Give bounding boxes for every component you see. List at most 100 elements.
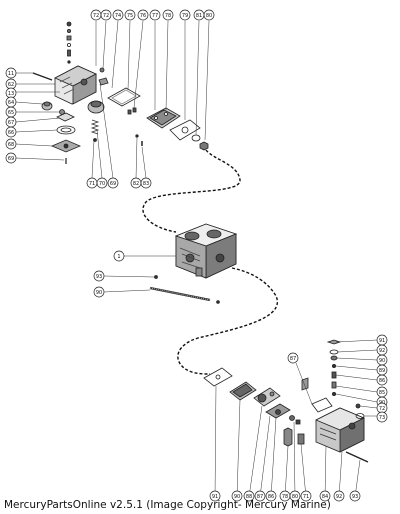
svg-text:84: 84: [322, 494, 328, 500]
svg-text:73: 73: [379, 415, 385, 421]
svg-text:78: 78: [282, 494, 288, 500]
callout-11: 11: [5, 67, 17, 79]
svg-text:13: 13: [8, 91, 14, 97]
svg-text:87: 87: [290, 356, 296, 362]
callout-65: 65: [5, 106, 17, 118]
svg-text:72: 72: [93, 13, 99, 19]
callout-75: 75: [124, 9, 136, 21]
callout-87: 87: [287, 352, 299, 364]
svg-text:67: 67: [8, 120, 14, 126]
svg-text:72: 72: [103, 13, 109, 19]
svg-text:83: 83: [143, 181, 149, 187]
svg-text:77: 77: [152, 13, 158, 19]
fuel-line-path: [142, 149, 279, 375]
callout-82: 82: [130, 177, 142, 189]
svg-text:11: 11: [8, 71, 14, 77]
callout-76: 76: [137, 9, 149, 21]
svg-text:76: 76: [140, 13, 146, 19]
callout-91: 91: [376, 334, 388, 346]
callout-92b: 92: [333, 490, 345, 502]
svg-text:71: 71: [303, 494, 309, 500]
callout-64: 64: [5, 96, 17, 108]
callout-89: 89: [376, 364, 388, 376]
callouts: 11 62 13 64 65 67 66 68 69 72 72 74 75 7…: [5, 9, 388, 502]
callout-88: 88: [243, 490, 255, 502]
svg-text:80: 80: [292, 494, 298, 500]
svg-text:92: 92: [336, 494, 342, 500]
svg-text:90: 90: [96, 290, 102, 296]
callout-85: 85: [376, 386, 388, 398]
svg-text:69: 69: [8, 156, 14, 162]
svg-text:1: 1: [117, 254, 120, 260]
callout-74: 74: [112, 9, 124, 21]
callout-68: 68: [5, 138, 17, 150]
svg-text:66: 66: [8, 130, 14, 136]
carburetor-body: [174, 223, 238, 279]
callout-90d: 90: [231, 490, 243, 502]
svg-text:82: 82: [133, 181, 139, 187]
callout-86b: 86: [265, 490, 277, 502]
svg-text:85: 85: [379, 390, 385, 396]
callout-1: 1: [113, 250, 125, 262]
callout-72a: 72: [90, 9, 102, 21]
callout-87b: 87: [254, 490, 266, 502]
callout-66: 66: [5, 126, 17, 138]
svg-text:91: 91: [212, 494, 218, 500]
svg-text:90: 90: [234, 494, 240, 500]
callout-77: 77: [149, 9, 161, 21]
image-copyright-caption: MercuryPartsOnline v2.5.1 (Image Copyrig…: [4, 499, 331, 511]
svg-text:71: 71: [89, 181, 95, 187]
callout-69b: 69: [107, 177, 119, 189]
callout-93b: 93: [349, 490, 361, 502]
svg-text:78: 78: [165, 13, 171, 19]
callout-13: 13: [5, 87, 17, 99]
callout-91b: 91: [209, 490, 221, 502]
callout-71b: 71: [300, 490, 312, 502]
svg-text:90: 90: [379, 358, 385, 364]
callout-70: 70: [96, 177, 108, 189]
svg-text:64: 64: [8, 100, 14, 106]
callout-80: 80: [203, 9, 215, 21]
top-gaskets: [107, 87, 209, 151]
callout-81: 81: [193, 9, 205, 21]
svg-text:93: 93: [352, 494, 358, 500]
callout-79: 79: [179, 9, 191, 21]
callout-78: 78: [162, 9, 174, 21]
svg-text:65: 65: [8, 110, 14, 116]
callout-69: 69: [5, 152, 17, 164]
svg-text:68: 68: [8, 142, 14, 148]
svg-text:62: 62: [8, 82, 14, 88]
carburetor-small-parts: [149, 275, 220, 304]
top-left-assembly: [32, 21, 109, 164]
svg-text:91: 91: [379, 338, 385, 344]
callout-90: 90: [93, 286, 105, 298]
svg-text:70: 70: [99, 181, 105, 187]
svg-text:80: 80: [206, 13, 212, 19]
callout-72b: 72: [100, 9, 112, 21]
callout-84: 84: [319, 490, 331, 502]
bottom-assembly: [203, 339, 369, 463]
svg-text:87: 87: [257, 494, 263, 500]
callout-72c: 72: [376, 402, 388, 414]
svg-text:79: 79: [182, 13, 188, 19]
svg-text:86: 86: [379, 378, 385, 384]
callout-80b: 80: [289, 490, 301, 502]
svg-text:74: 74: [115, 13, 121, 19]
callout-90b: 90: [376, 354, 388, 366]
svg-text:81: 81: [196, 13, 202, 19]
callout-67: 67: [5, 116, 17, 128]
svg-text:89: 89: [379, 368, 385, 374]
callout-71: 71: [86, 177, 98, 189]
callout-86: 86: [376, 374, 388, 386]
callout-62: 62: [5, 78, 17, 90]
callout-83: 83: [140, 177, 152, 189]
svg-text:75: 75: [127, 13, 133, 19]
callout-93: 93: [93, 270, 105, 282]
svg-text:93: 93: [96, 274, 102, 280]
callout-73: 73: [376, 411, 388, 423]
svg-text:88: 88: [246, 494, 252, 500]
svg-text:86: 86: [268, 494, 274, 500]
svg-text:92: 92: [379, 348, 385, 354]
svg-text:72: 72: [379, 406, 385, 412]
